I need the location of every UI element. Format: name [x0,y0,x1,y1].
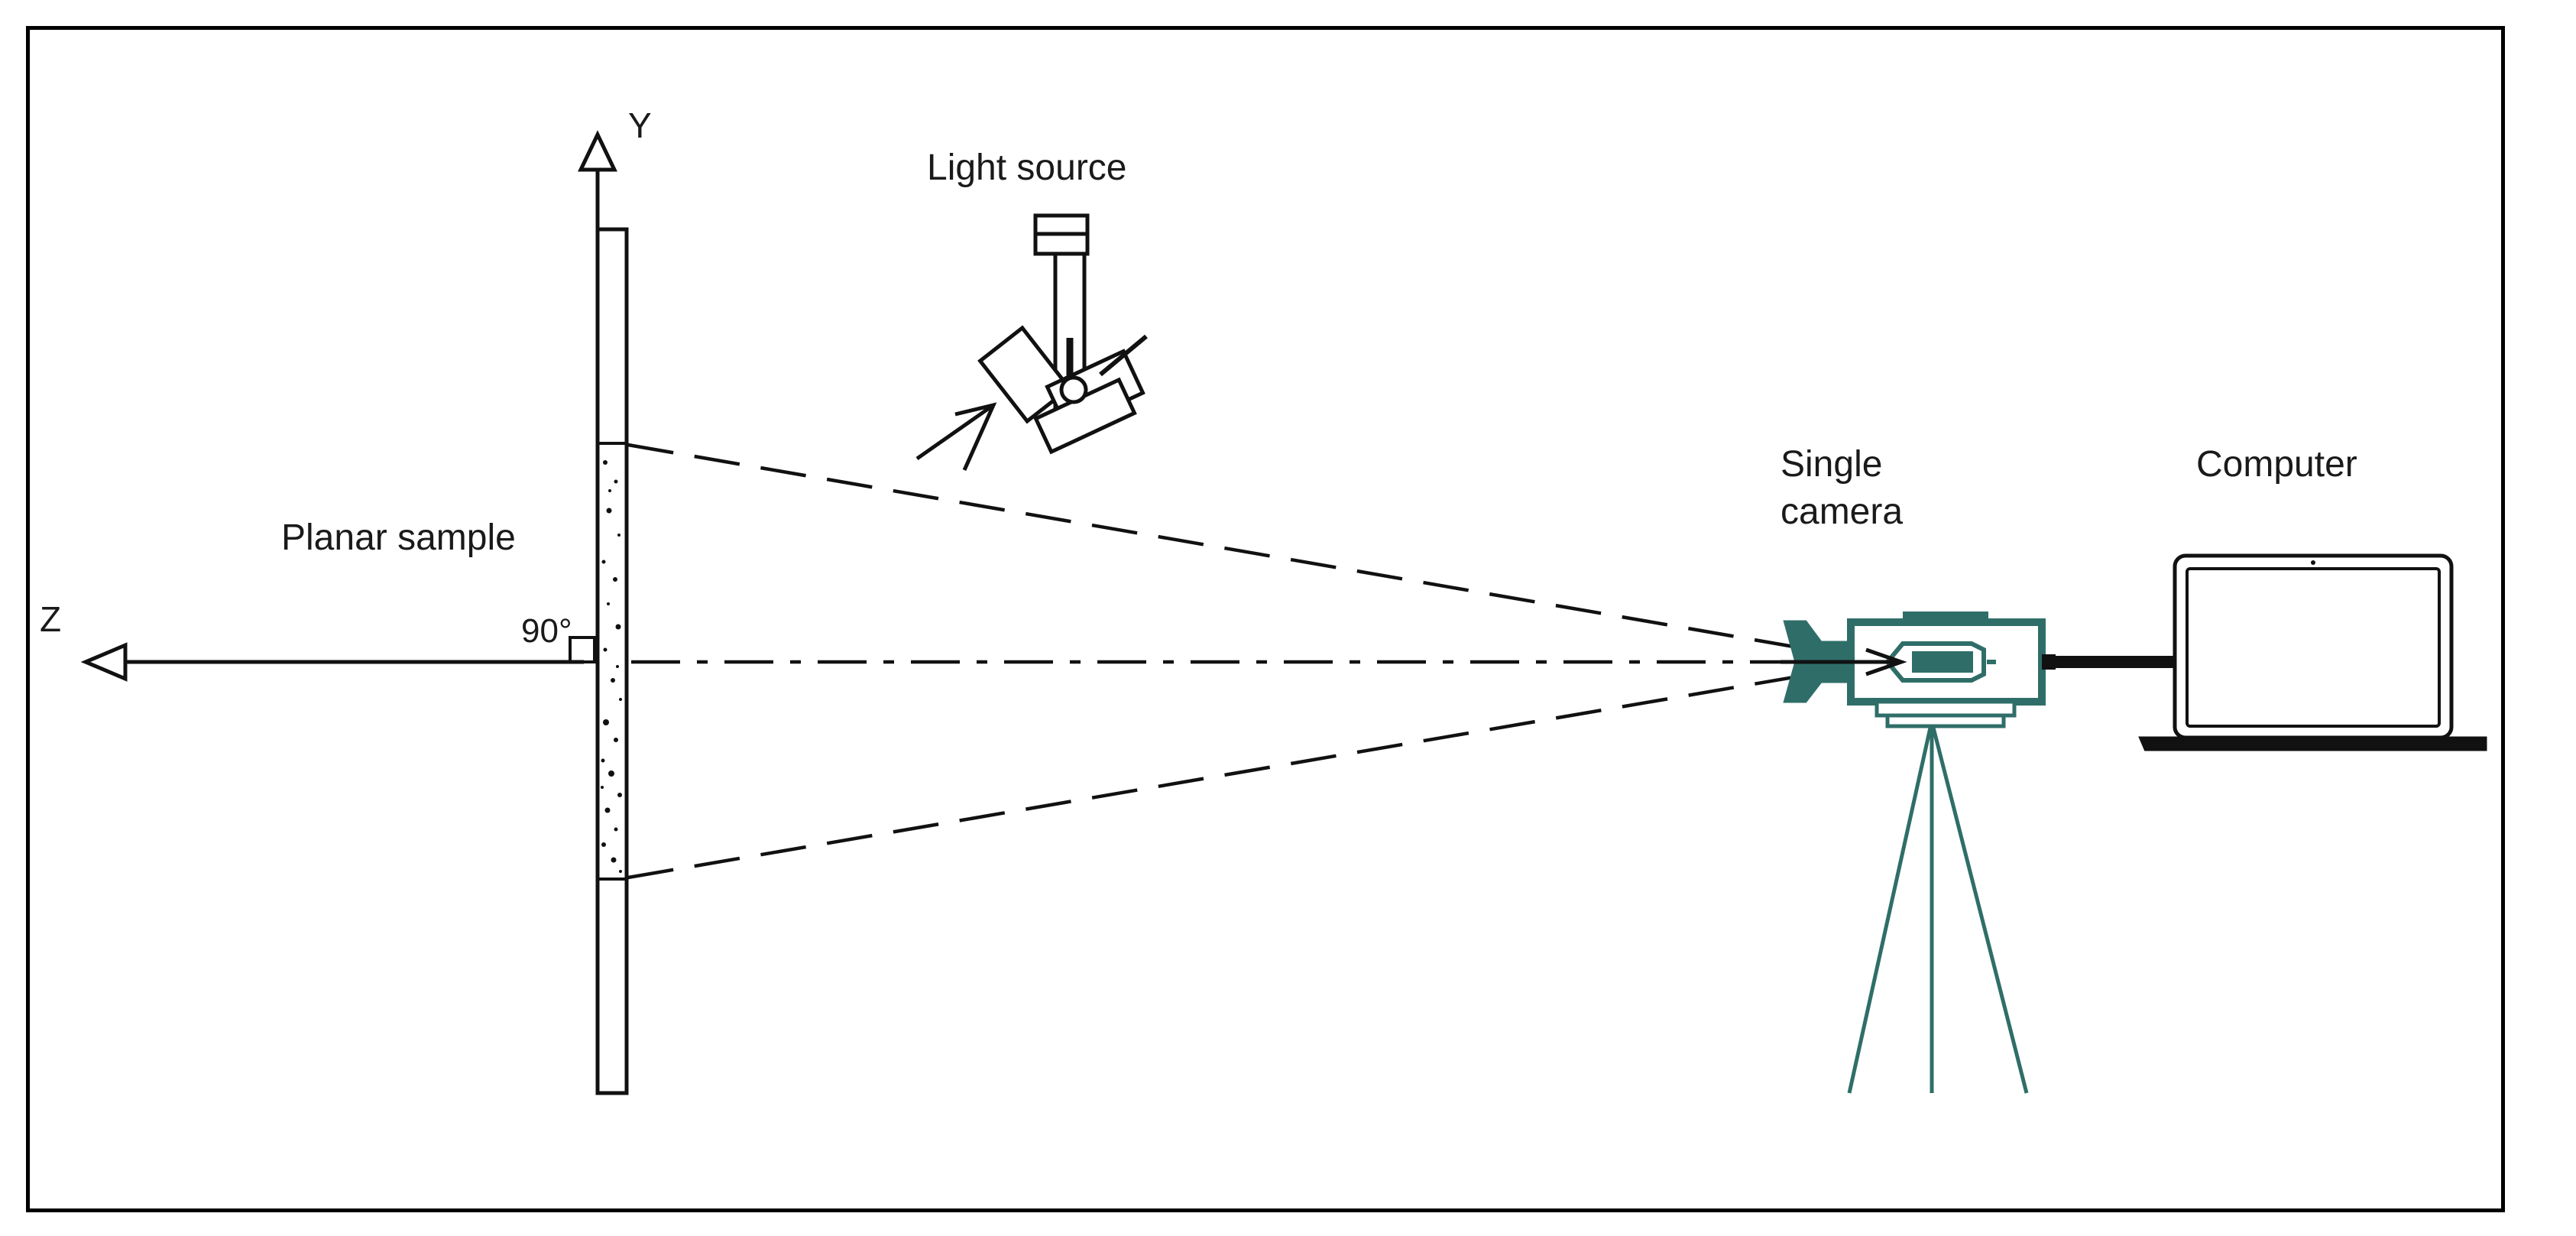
y-axis [578,130,617,229]
light-source-icon [915,213,1148,472]
z-axis-label: Z [40,599,62,639]
camera-label-line2: camera [1781,491,1904,532]
speckle-pattern [601,460,622,873]
laptop-icon [2138,553,2487,751]
planar-sample-label: Planar sample [281,517,516,558]
camera-cable [2042,654,2179,670]
y-axis-label: Y [628,105,652,145]
tripod-icon [1847,727,2029,1094]
computer-label: Computer [2196,444,2357,485]
field-of-view-lines [627,443,1821,880]
sight-arrow-icon [1781,647,1907,676]
diagram-frame [26,26,2505,1212]
angle-label: 90° [521,612,572,650]
z-axis [80,642,584,682]
camera-icon [1783,612,2046,728]
planar-sample [595,227,629,1095]
light-source-label: Light source [927,148,1127,188]
camera-label-line1: Single [1781,444,1883,485]
right-angle-marker [569,636,596,663]
light-arrow-icon [915,402,997,472]
